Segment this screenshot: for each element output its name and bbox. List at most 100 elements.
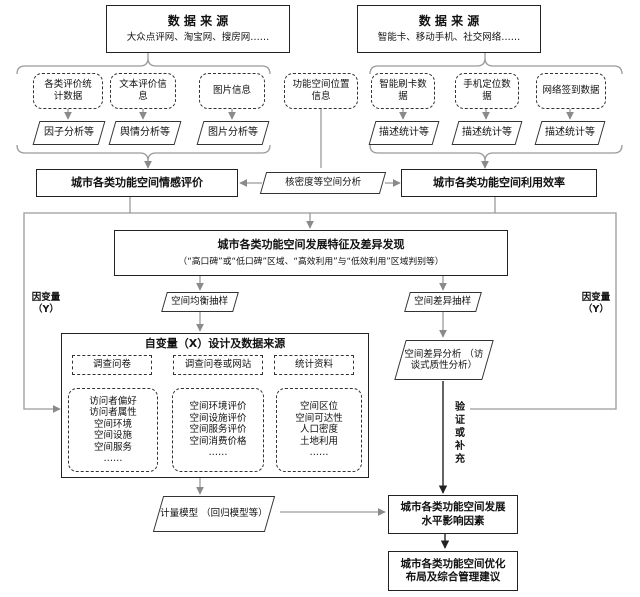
verify-or-supplement-label: 验 证 或 补 充	[452, 401, 468, 466]
dependent-variable-right: 因变量 （Y）	[576, 292, 616, 316]
method-label: 描述统计等	[462, 127, 512, 138]
variable-item: 空间设施评价	[189, 412, 247, 424]
method-label: 舆情分析等	[120, 127, 170, 138]
design-header-label: 调查问卷或网站	[184, 359, 252, 371]
variable-item: 土地利用	[299, 435, 338, 447]
factors-line1: 城市各类功能空间发展	[400, 501, 506, 514]
variable-item: ……	[208, 447, 228, 459]
emotion-evaluation-label: 城市各类功能空间情感评价	[71, 176, 203, 190]
dependent-variable-left: 因变量 （Y）	[26, 292, 66, 316]
data-type-rating-stats: 各类评价统计数据	[33, 73, 103, 109]
factors-line2: 水平影响因素	[421, 514, 485, 527]
design-header-statistics: 统计资料	[274, 355, 354, 375]
variable-item: 空间环境评价	[189, 401, 247, 413]
right-source-title: 数 据 来 源	[418, 14, 480, 29]
data-type-label: 网络签到数据	[542, 85, 600, 97]
design-list-statistics: 空间区位 空间可达性 人口密度 土地利用 ……	[276, 388, 362, 472]
kernel-density-label: 核密度等空间分析	[284, 177, 362, 189]
survey-items: 访问者偏好 访问者属性 空间环境 空间设施 空间服务 ……	[89, 396, 137, 465]
balanced-sampling-label: 空间均衡抽样	[171, 296, 229, 308]
data-type-smartcard: 智能刷卡数据	[371, 73, 435, 109]
design-header-label: 统计资料	[294, 359, 333, 371]
verify-char: 验	[455, 402, 465, 413]
method-descriptive-stats-3: 描述统计等	[534, 121, 606, 145]
dependent-left-line2: （Y）	[33, 303, 59, 315]
data-type-checkin: 网络签到数据	[536, 73, 606, 109]
statistics-items: 空间区位 空间可达性 人口密度 土地利用 ……	[295, 401, 343, 459]
verify-char: 补	[455, 441, 465, 452]
method-opinion-analysis: 舆情分析等	[108, 121, 182, 145]
left-data-source-box: 数 据 来 源 大众点评网、淘宝网、搜房网……	[106, 5, 290, 53]
data-type-label: 文本评价信息	[119, 79, 167, 102]
right-source-subtitle: 智能卡、移动手机、社交网络……	[377, 32, 521, 44]
design-title: 自变量（X）设计及数据来源	[144, 337, 286, 350]
method-descriptive-stats-2: 描述统计等	[451, 121, 523, 145]
left-source-subtitle: 大众点评网、淘宝网、搜房网……	[126, 32, 270, 44]
model-line1: 计量模型	[160, 508, 199, 520]
right-data-source-box: 数 据 来 源 智能卡、移动手机、社交网络……	[357, 5, 541, 53]
method-label: 描述统计等	[379, 127, 429, 138]
difference-analysis: 空间差异分析 （访谈式质性分析）	[394, 340, 494, 380]
verify-char: 或	[455, 428, 465, 439]
kernel-density-analysis: 核密度等空间分析	[259, 172, 387, 194]
variable-item: 访问者偏好	[89, 395, 137, 407]
verify-char: 证	[455, 415, 465, 426]
variable-item: 空间服务	[93, 441, 132, 453]
data-type-location: 功能空间位置信息	[284, 73, 358, 109]
utilization-efficiency-label: 城市各类功能空间利用效率	[433, 176, 565, 190]
data-type-label: 图片信息	[212, 85, 251, 97]
difference-sampling: 空间差异抽样	[404, 292, 482, 312]
method-label: 描述统计等	[545, 127, 595, 138]
variable-item: 空间消费价格	[189, 435, 247, 447]
method-label: 因子分析等	[44, 127, 94, 138]
data-type-label: 各类评价统计数据	[44, 79, 92, 102]
variable-item: 空间服务评价	[189, 424, 247, 436]
features-title: 城市各类功能空间发展特征及差异发现	[217, 238, 405, 252]
dependent-right-line1: 因变量	[581, 292, 611, 303]
influencing-factors-box: 城市各类功能空间发展 水平影响因素	[388, 495, 518, 534]
development-features-box: 城市各类功能空间发展特征及差异发现 （“高口碑”或“低口碑”区域、“高效利用”与…	[114, 230, 508, 276]
design-header-survey: 调查问卷	[72, 355, 152, 375]
variable-item: 空间设施	[93, 430, 132, 441]
optimization-suggestions-box: 城市各类功能空间优化 布局及综合管理建议	[388, 551, 518, 591]
features-subtitle: （“高口碑”或“低口碑”区域、“高效利用”与“低效利用”区域判别等）	[178, 256, 444, 267]
method-image-analysis: 图片分析等	[196, 121, 270, 145]
difference-analysis-line1: 空间差异分析	[404, 348, 462, 360]
variable-item: 访问者属性	[89, 407, 137, 418]
method-label: 图片分析等	[208, 127, 258, 138]
dependent-right-line2: （Y）	[583, 303, 609, 315]
design-list-survey: 访问者偏好 访问者属性 空间环境 空间设施 空间服务 ……	[68, 388, 158, 472]
emotion-evaluation-box: 城市各类功能空间情感评价	[36, 169, 238, 197]
econometric-model-text: 计量模型 （回归模型等）	[160, 508, 268, 519]
variable-item: ……	[309, 447, 329, 459]
econometric-model: 计量模型 （回归模型等）	[152, 496, 276, 532]
dependent-left-line1: 因变量	[31, 292, 61, 303]
survey-or-web-items: 空间环境评价 空间设施评价 空间服务评价 空间消费价格 ……	[189, 401, 246, 459]
variable-item: 空间区位	[299, 401, 338, 413]
method-descriptive-stats-1: 描述统计等	[368, 121, 440, 145]
variable-item: 空间可达性	[295, 412, 343, 424]
suggestions-line1: 城市各类功能空间优化	[400, 557, 506, 570]
balanced-sampling: 空间均衡抽样	[161, 292, 239, 312]
suggestions-line2: 布局及综合管理建议	[405, 571, 501, 583]
design-list-survey-or-web: 空间环境评价 空间设施评价 空间服务评价 空间消费价格 ……	[172, 388, 264, 472]
variable-item: 空间环境	[93, 418, 132, 430]
verify-char: 充	[455, 454, 465, 465]
data-type-label: 智能刷卡数据	[379, 79, 427, 102]
variable-item: ……	[103, 453, 123, 464]
method-factor-analysis: 因子分析等	[32, 121, 106, 145]
model-line2: （回归模型等）	[201, 508, 268, 520]
data-type-label: 功能空间位置信息	[292, 79, 350, 102]
design-header-survey-or-web: 调查问卷或网站	[173, 355, 263, 375]
difference-sampling-label: 空间差异抽样	[414, 296, 472, 308]
data-type-phone-location: 手机定位数据	[455, 73, 519, 109]
data-type-text-reviews: 文本评价信息	[110, 73, 176, 109]
data-type-label: 手机定位数据	[463, 79, 511, 102]
left-source-title: 数 据 来 源	[167, 14, 229, 29]
design-header-label: 调查问卷	[92, 359, 131, 371]
data-type-images: 图片信息	[199, 73, 265, 109]
difference-analysis-text: 空间差异分析 （访谈式质性分析）	[401, 349, 487, 372]
variable-item: 人口密度	[299, 424, 338, 436]
